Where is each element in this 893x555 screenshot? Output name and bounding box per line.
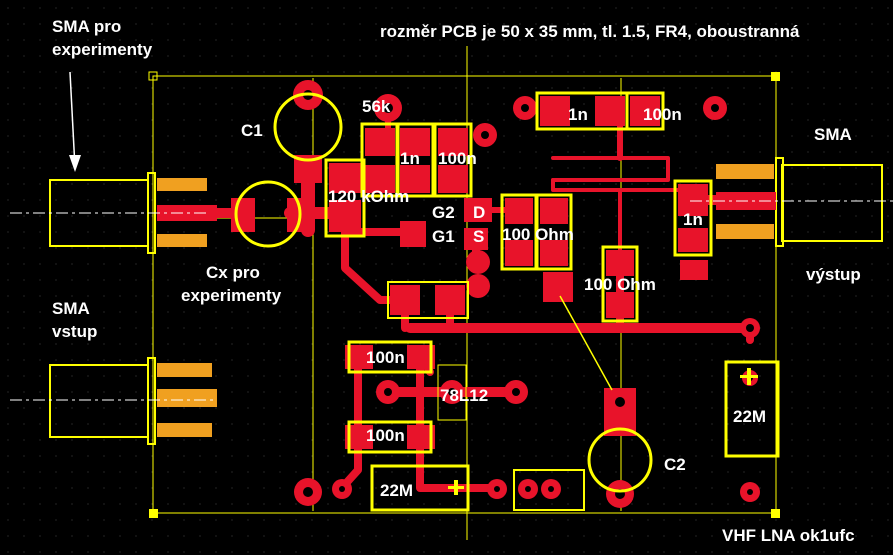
sma-connector-input bbox=[10, 357, 217, 445]
label-g2: G2 bbox=[432, 203, 455, 222]
label-cx-1: Cx pro bbox=[206, 263, 260, 282]
label-100n-top: 100n bbox=[643, 105, 682, 124]
label-100n-mid: 100n bbox=[438, 149, 477, 168]
label-100ohm-b: 100 Ohm bbox=[584, 275, 656, 294]
label-sma-in-1: SMA bbox=[52, 299, 90, 318]
board-outline bbox=[148, 71, 780, 518]
label-100n-b: 100n bbox=[366, 426, 405, 445]
sma-connector-experiment bbox=[10, 172, 217, 254]
silkscreen-outlines bbox=[234, 91, 780, 512]
annotation-arrow bbox=[69, 71, 81, 172]
label-sma-in-2: vstup bbox=[52, 322, 97, 341]
label-22m-right: 22M bbox=[733, 407, 766, 426]
sma-connector-output bbox=[690, 157, 893, 247]
label-1n-mid: 1n bbox=[400, 149, 420, 168]
label-120k: 120 kOhm bbox=[328, 187, 409, 206]
label-cx-2: experimenty bbox=[181, 286, 282, 305]
label-c1: C1 bbox=[241, 121, 263, 140]
label-sma-exp-2: experimenty bbox=[52, 40, 153, 59]
label-22m-bottom: 22M bbox=[380, 481, 413, 500]
label-g1: G1 bbox=[432, 227, 455, 246]
label-1n-top: 1n bbox=[568, 105, 588, 124]
copper-pads bbox=[231, 80, 760, 508]
header-note: rozměr PCB je 50 x 35 mm, tl. 1.5, FR4, … bbox=[380, 22, 800, 41]
label-sma-out-2: výstup bbox=[806, 265, 861, 284]
label-1n-out: 1n bbox=[683, 210, 703, 229]
label-footer: VHF LNA ok1ufc bbox=[722, 526, 855, 545]
label-100n-a: 100n bbox=[366, 348, 405, 367]
label-56k: 56k bbox=[362, 97, 391, 116]
label-78l12: 78L12 bbox=[440, 386, 488, 405]
labels: rozměr PCB je 50 x 35 mm, tl. 1.5, FR4, … bbox=[52, 17, 861, 545]
label-s: S bbox=[473, 227, 484, 246]
label-sma-out-1: SMA bbox=[814, 125, 852, 144]
label-d: D bbox=[473, 203, 485, 222]
label-sma-exp-1: SMA pro bbox=[52, 17, 121, 36]
label-100ohm-a: 100 Ohm bbox=[502, 225, 574, 244]
label-c2: C2 bbox=[664, 455, 686, 474]
